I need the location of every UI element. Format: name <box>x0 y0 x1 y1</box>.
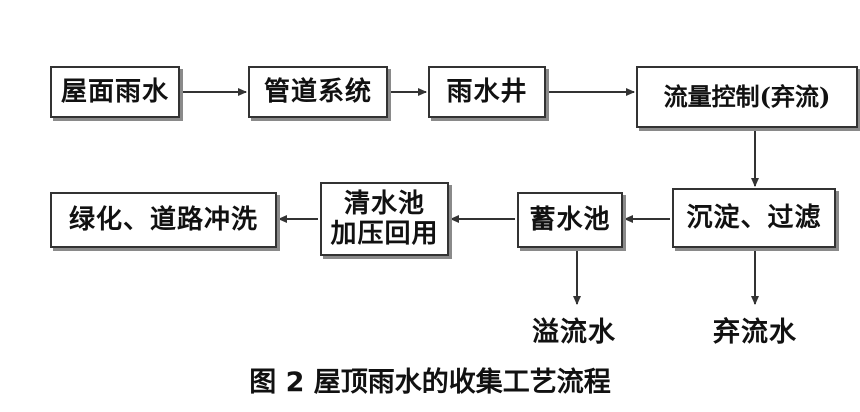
pressurized-reuse-label: 加压回用 <box>330 219 439 249</box>
clear-water-tank-label: 清水池 <box>343 189 425 219</box>
storage-tank-box: 蓄水池 <box>517 192 623 248</box>
discarded-flow-water-label: 弃流水 <box>713 317 797 348</box>
flow-control-label: 流量控制(弃流) <box>663 82 831 111</box>
sedimentation-filtration-box: 沉淀、过滤 <box>672 188 836 248</box>
pipe-system-box: 管道系统 <box>248 66 388 118</box>
storage-tank-label: 蓄水池 <box>529 205 611 235</box>
flow-control-box: 流量控制(弃流) <box>636 66 858 128</box>
rain-well-label: 雨水井 <box>446 77 528 107</box>
rain-well-box: 雨水井 <box>428 66 546 118</box>
roof-rainwater-box: 屋面雨水 <box>50 66 180 118</box>
greening-road-flushing-label: 绿化、道路冲洗 <box>68 205 258 235</box>
greening-road-flushing-box: 绿化、道路冲洗 <box>50 192 277 248</box>
sedimentation-filtration-label: 沉淀、过滤 <box>686 203 822 233</box>
pipe-system-label: 管道系统 <box>263 77 372 107</box>
roof-rainwater-label: 屋面雨水 <box>60 77 169 107</box>
clear-water-tank-box: 清水池 加压回用 <box>320 182 449 256</box>
figure-caption: 图 2 屋顶雨水的收集工艺流程 <box>249 367 611 398</box>
overflow-water-label: 溢流水 <box>532 317 616 348</box>
